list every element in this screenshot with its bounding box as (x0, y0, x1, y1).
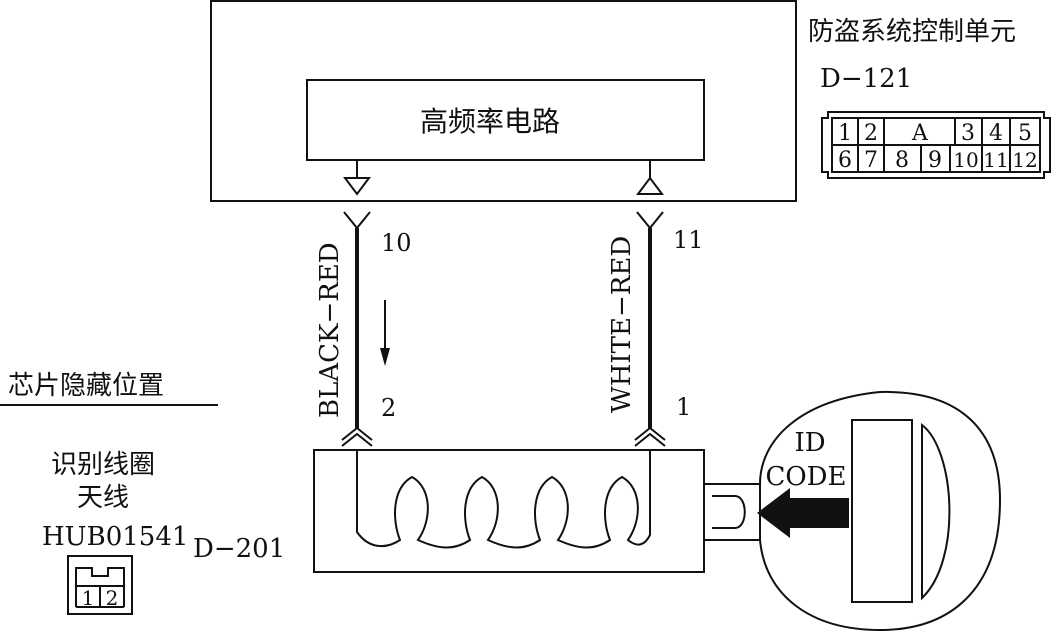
pin-label: 12 (1012, 148, 1037, 172)
pin-label: 5 (1018, 121, 1032, 146)
control-unit-connector-id: D−121 (820, 64, 912, 94)
chip-location-heading: 芯片隐藏位置 (8, 371, 164, 401)
antenna-coil (356, 450, 651, 549)
current-direction-arrow (380, 300, 390, 366)
hf-circuit-label: 高频率电路 (420, 105, 560, 138)
wire-pin-top: 10 (381, 229, 412, 257)
connector-d121: 1 2 A 3 4 5 6 7 8 9 10 11 12 (821, 111, 1051, 179)
control-unit-box (210, 0, 797, 202)
pin-label: 10 (953, 148, 978, 172)
pin-label: 2 (864, 121, 878, 146)
pin-label: 7 (864, 148, 878, 173)
wire-black-red (341, 211, 373, 447)
antenna-housing (313, 449, 705, 573)
wire-pin-bottom: 1 (676, 393, 691, 421)
pin-label: 9 (928, 148, 942, 173)
key-id-label: ID (794, 428, 825, 458)
pin-label: 8 (895, 148, 909, 173)
pin-label: 1 (82, 586, 95, 610)
key-fob (704, 390, 1002, 632)
control-unit-title: 防盗系统控制单元 (808, 17, 1016, 47)
key-code-label: CODE (765, 462, 846, 492)
pin-label: 1 (838, 121, 852, 146)
wire-color-label: BLACK−RED (315, 242, 345, 418)
hf-circuit-box (306, 79, 705, 161)
wire-pin-bottom: 2 (381, 394, 396, 422)
pin-label: 6 (838, 148, 852, 173)
ground-symbol-left (343, 160, 371, 196)
antenna-label-2: 天线 (77, 483, 129, 513)
signal-arrow-icon (757, 488, 849, 538)
antenna-label: 识别线圈 (51, 450, 155, 480)
wire-pin-top: 11 (673, 226, 704, 254)
pin-label: 11 (983, 148, 1008, 172)
signal-symbol-right (636, 160, 664, 195)
connector-d201: 1 2 (67, 555, 133, 615)
pin-label: 2 (106, 586, 119, 610)
antenna-part-number: HUB01541 (42, 522, 188, 552)
pin-label: 3 (961, 121, 975, 146)
wire-white-red (634, 211, 666, 447)
wire-color-label: WHITE−RED (607, 236, 637, 413)
pin-label: 4 (989, 121, 1003, 146)
pin-label: A (911, 121, 929, 146)
antenna-connector-id: D−201 (193, 534, 285, 564)
